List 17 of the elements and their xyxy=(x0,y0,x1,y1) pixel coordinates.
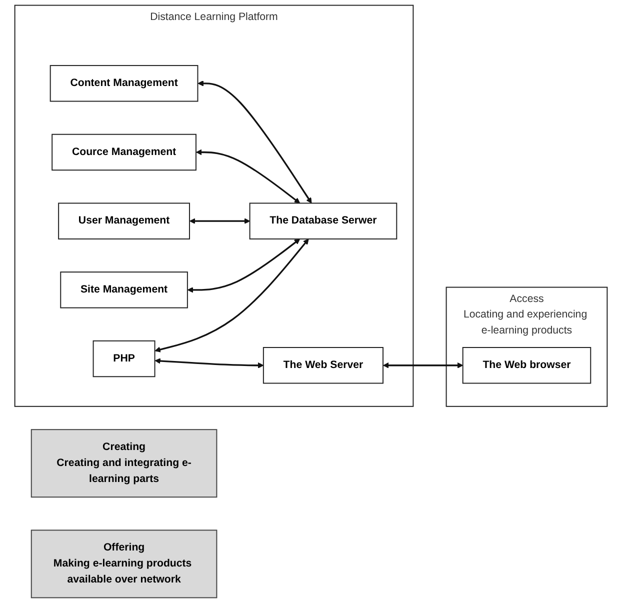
node-box: PHP xyxy=(92,340,156,378)
node-box: Cource Management xyxy=(52,134,196,171)
node-box: Offering Making e-learning products available over network xyxy=(30,530,218,598)
node-box: Site Management xyxy=(60,272,188,308)
node-box: Creating Creating and integrating e-learning parts xyxy=(30,429,218,498)
node-box: The Web Server xyxy=(262,347,384,384)
node-box: The Web browser xyxy=(462,347,592,384)
arrow xyxy=(198,80,312,204)
node-box: User Management xyxy=(58,202,190,240)
arrow xyxy=(187,238,300,293)
arrow xyxy=(383,362,464,368)
arrow xyxy=(190,218,250,224)
arrow xyxy=(154,358,264,368)
node-box: Content Management xyxy=(50,65,198,102)
arrow xyxy=(154,238,309,352)
arrow xyxy=(196,149,300,204)
node-box: The Database Serwer xyxy=(249,202,398,240)
